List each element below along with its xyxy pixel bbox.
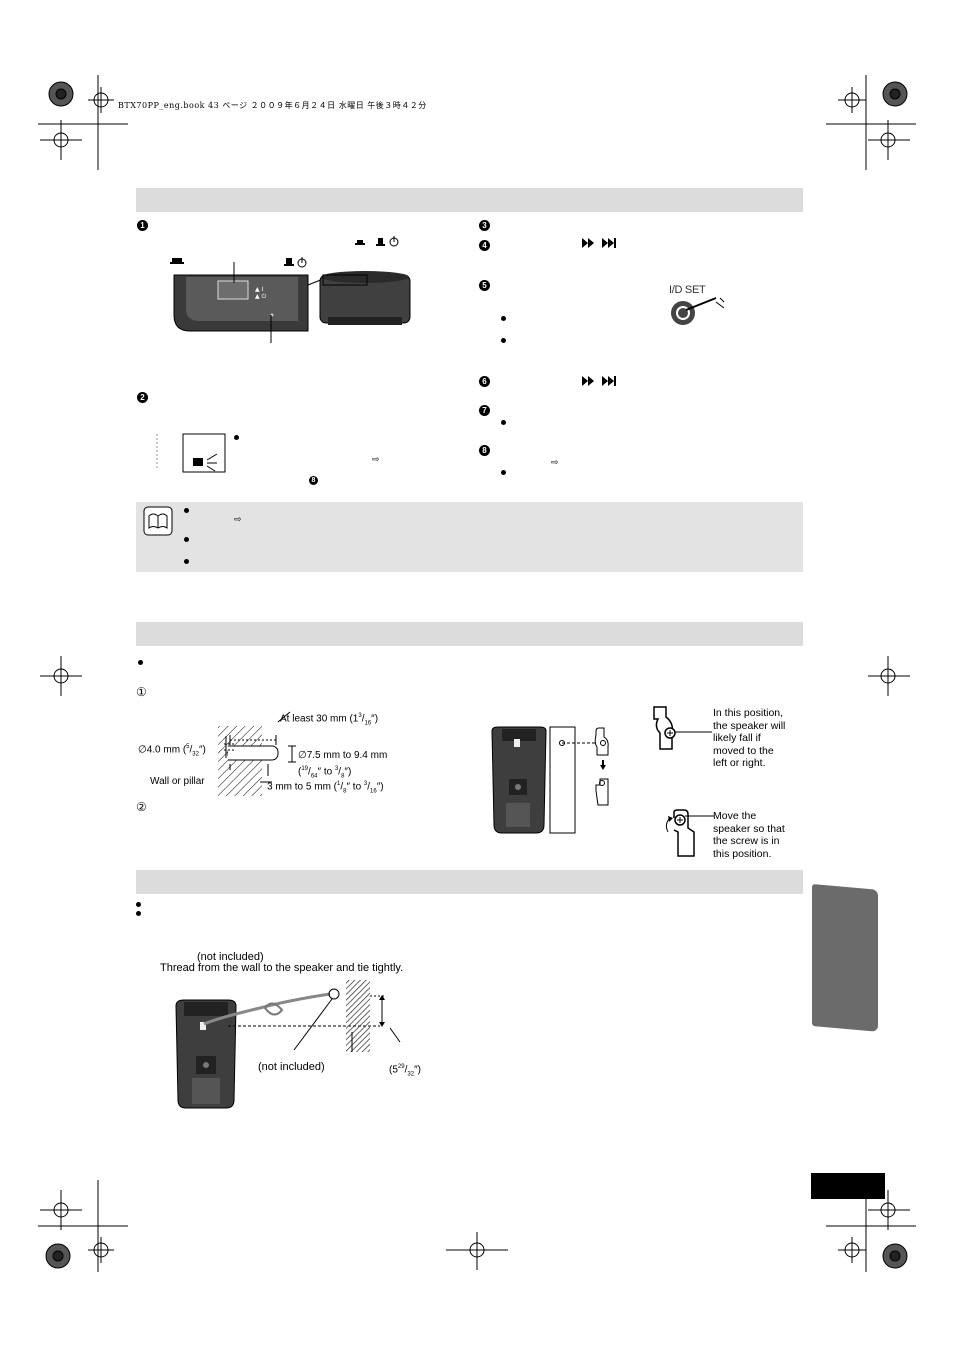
bullet (184, 537, 189, 542)
step-8-badge: 8 (479, 445, 490, 456)
page-number-box (811, 1173, 885, 1199)
fast-forward-skip-icon (582, 238, 616, 248)
screw-position-correct-icon (665, 809, 714, 857)
id-set-label: I/D SET (669, 284, 706, 296)
at-least-label: At least 30 mm (13/16″) (280, 713, 379, 727)
string-dimension-label: (529/32″) (389, 1064, 421, 1078)
file-header-line: BTX70PP_eng.book 43 ページ ２００９年６月２４日 水曜日 午… (118, 101, 427, 110)
fast-forward-skip-icon (582, 376, 616, 386)
depth-label: 3 mm to 5 mm (1/8″ to 3/16″) (267, 781, 384, 795)
circled-1: ① (136, 685, 147, 699)
thread-instruction: Thread from the wall to the speaker and … (160, 962, 404, 974)
bullet (136, 911, 141, 916)
step-3-badge: 3 (479, 220, 490, 231)
step-2-badge: 2 (137, 392, 148, 403)
side-tab (812, 884, 878, 1032)
bullet (234, 435, 239, 440)
svg-text:▲ ⏻: ▲ ⏻ (255, 293, 267, 300)
step-4-badge: 4 (479, 240, 490, 251)
indicator-illustration (156, 433, 226, 473)
bullet (501, 470, 506, 475)
move-note: Move the speaker so that the screw is in… (713, 810, 785, 860)
string-tie-illustration (175, 980, 401, 1109)
bullet (501, 338, 506, 343)
not-included-bottom-label: (not included) (258, 1061, 325, 1073)
note-box (136, 502, 803, 572)
diameter-4-label: ∅4.0 mm (5/32″) (138, 744, 206, 758)
arrow-icon: ⇨ (234, 514, 242, 524)
section-bar-3 (136, 870, 803, 894)
bullet (501, 420, 506, 425)
fall-note: In this position, the speaker will likel… (713, 707, 786, 769)
screw-hole-diagram (218, 726, 279, 796)
section-bar-2 (136, 622, 803, 646)
bullet (501, 316, 506, 321)
bullet (184, 508, 189, 513)
arrow-icon: ⇨ (551, 457, 559, 467)
diameter-75-inch-label: (19/64″ to 3/8″) (298, 766, 352, 780)
step-7-badge: 7 (479, 405, 490, 416)
bullet (136, 902, 141, 907)
power-indicator-icons (355, 236, 399, 247)
dimension-lines (224, 711, 296, 783)
wall-label: Wall or pillar (150, 776, 205, 787)
step-5-badge: 5 (479, 280, 490, 291)
bullet (184, 559, 189, 564)
step-8-ref-badge: 8 (309, 476, 318, 485)
id-set-button-icon (671, 297, 725, 325)
arrow-icon: ⇨ (372, 454, 380, 464)
svg-text:▲ I: ▲ I (255, 286, 264, 293)
receiver-illustration: ▲ I ▲ ⏻ (170, 257, 411, 343)
screw-position-wrong-icon (653, 706, 712, 750)
not-included-top-label: (not included) (197, 951, 264, 963)
section-bar-1 (136, 188, 803, 212)
bullet (138, 660, 143, 665)
circled-2: ② (136, 800, 147, 814)
note-book-icon (143, 506, 173, 536)
step-6-badge: 6 (479, 376, 490, 387)
wall-mount-speaker-illustration (491, 726, 609, 834)
diameter-75-label: ∅7.5 mm to 9.4 mm (298, 750, 388, 761)
step-1-badge: 1 (137, 220, 148, 231)
